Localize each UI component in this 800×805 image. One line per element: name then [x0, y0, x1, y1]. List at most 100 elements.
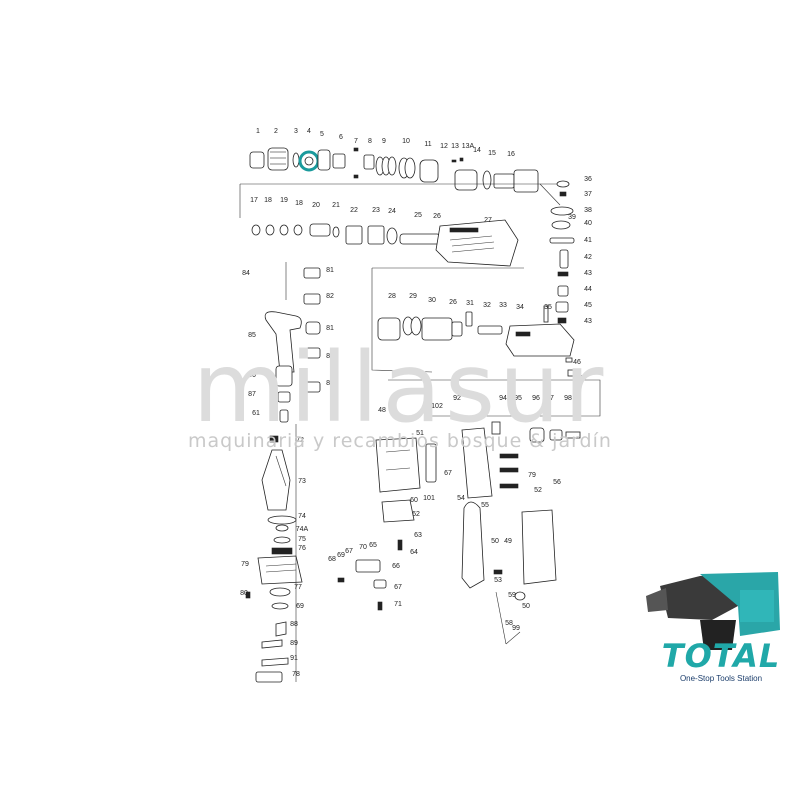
part-number-label: 67 [345, 548, 353, 555]
part-number-label: 50 [491, 538, 499, 545]
part-number-label: 13A [462, 143, 475, 150]
part-number-label: 65 [369, 542, 377, 549]
part-number-label: 73 [298, 478, 306, 485]
part-number-label: 17 [250, 197, 258, 204]
part-number-label: 66 [392, 563, 400, 570]
part-number-label: 91 [290, 655, 298, 662]
part-number-label: 25 [414, 212, 422, 219]
part-number-label: 101 [423, 495, 435, 502]
row1-parts [239, 147, 561, 206]
part-number-label: 69 [296, 603, 304, 610]
part-number-label: 51 [416, 430, 424, 437]
part-number-label: 1 [256, 128, 260, 135]
part-number-label: 93 [476, 395, 484, 402]
part-number-label: 102 [431, 403, 443, 410]
part-number-label: 31 [466, 300, 474, 307]
part-number-label: 89 [290, 640, 298, 647]
part-number-label: 69 [337, 552, 345, 559]
part-number-label: 70 [359, 544, 367, 551]
part-number-label: 85 [248, 332, 256, 339]
part-number-label: 41 [584, 237, 592, 244]
brand-logo: TOTAL One-Stop Tools Station [646, 640, 796, 683]
part-number-label: 36 [584, 176, 592, 183]
part-number-label: 77 [294, 584, 302, 591]
brand-name: TOTAL [661, 637, 781, 675]
part-number-label: 19 [280, 197, 288, 204]
part-number-label: 2 [274, 128, 278, 135]
part-number-label: 94 [499, 395, 507, 402]
part-number-label: 30 [428, 297, 436, 304]
product-photo [646, 572, 780, 650]
part-number-label: 27 [484, 217, 492, 224]
cylinder-group [371, 267, 575, 377]
part-number-label: 42 [584, 254, 592, 261]
part-number-label: 38 [584, 207, 592, 214]
part-number-label: 55 [481, 502, 489, 509]
part-number-label: 45 [584, 302, 592, 309]
part-number-label: 95 [514, 395, 522, 402]
part-number-label: 81 [326, 267, 334, 274]
part-number-label: 79 [528, 472, 536, 479]
part-number-label: 26 [449, 299, 457, 306]
part-number-label: 67 [394, 584, 402, 591]
part-number-label: 83 [326, 380, 334, 387]
part-number-label: 12 [440, 143, 448, 150]
part-number-label: 14 [473, 147, 481, 154]
part-number-label: 11 [424, 141, 431, 148]
part-number-label: 10 [402, 138, 410, 145]
part-number-label: 61 [252, 410, 260, 417]
part-number-label: 74A [296, 526, 309, 533]
part-number-label: 18 [264, 197, 272, 204]
part-number-label: 32 [483, 302, 491, 309]
part-number-label: 99 [512, 625, 520, 632]
part-number-label: 33 [499, 302, 507, 309]
part-number-label: 75 [298, 536, 306, 543]
part-number-label: 5 [320, 131, 324, 138]
right-column-parts [549, 180, 575, 324]
part-number-label: 53 [494, 577, 502, 584]
part-number-label: 22 [350, 207, 358, 214]
part-number-label: 49 [504, 538, 512, 545]
part-number-label: 43 [584, 270, 592, 277]
part-number-label: 35 [544, 304, 552, 311]
part-number-label: 87 [248, 391, 256, 398]
part-number-label: 28 [388, 293, 396, 300]
part-number-label: 23 [372, 207, 380, 214]
part-number-label: 98 [564, 395, 572, 402]
part-number-label: 6 [339, 134, 343, 141]
part-number-label: 9 [382, 138, 386, 145]
part-number-label: 21 [332, 202, 340, 209]
part-number-label: 7 [354, 138, 358, 145]
part-number-label: 80 [240, 590, 248, 597]
part-number-label: 76 [298, 545, 306, 552]
part-number-label: 39 [568, 214, 576, 221]
part-number-label: 16 [507, 151, 515, 158]
part-number-label: 56 [553, 479, 561, 486]
part-number-label: 81 [326, 325, 334, 332]
part-number-label: 92 [453, 395, 461, 402]
part-number-label: 68 [328, 556, 336, 563]
part-number-label: 67 [444, 470, 452, 477]
part-number-label: 29 [409, 293, 417, 300]
part-number-label: 80 [326, 353, 334, 360]
brand-tagline: One-Stop Tools Station [679, 674, 763, 683]
part-number-label: 15 [488, 150, 496, 157]
part-number-label: 47 [574, 375, 582, 382]
part-number-label: 79 [241, 561, 249, 568]
part-number-label: 58 [505, 620, 513, 627]
part-number-label: 46 [573, 359, 581, 366]
row2-parts [239, 205, 519, 267]
left-column-parts [245, 262, 321, 683]
part-number-label: 74 [298, 513, 306, 520]
part-number-label: 96 [532, 395, 540, 402]
part-number-label: 50 [522, 603, 530, 610]
part-number-label: 3 [294, 128, 298, 135]
part-number-label: 72 [296, 437, 304, 444]
part-number-label: 60 [410, 497, 418, 504]
part-number-label: 43 [584, 318, 592, 325]
part-number-label: 64 [410, 549, 418, 556]
part-number-label: 18 [295, 200, 303, 207]
part-number-label: 86 [248, 372, 256, 379]
